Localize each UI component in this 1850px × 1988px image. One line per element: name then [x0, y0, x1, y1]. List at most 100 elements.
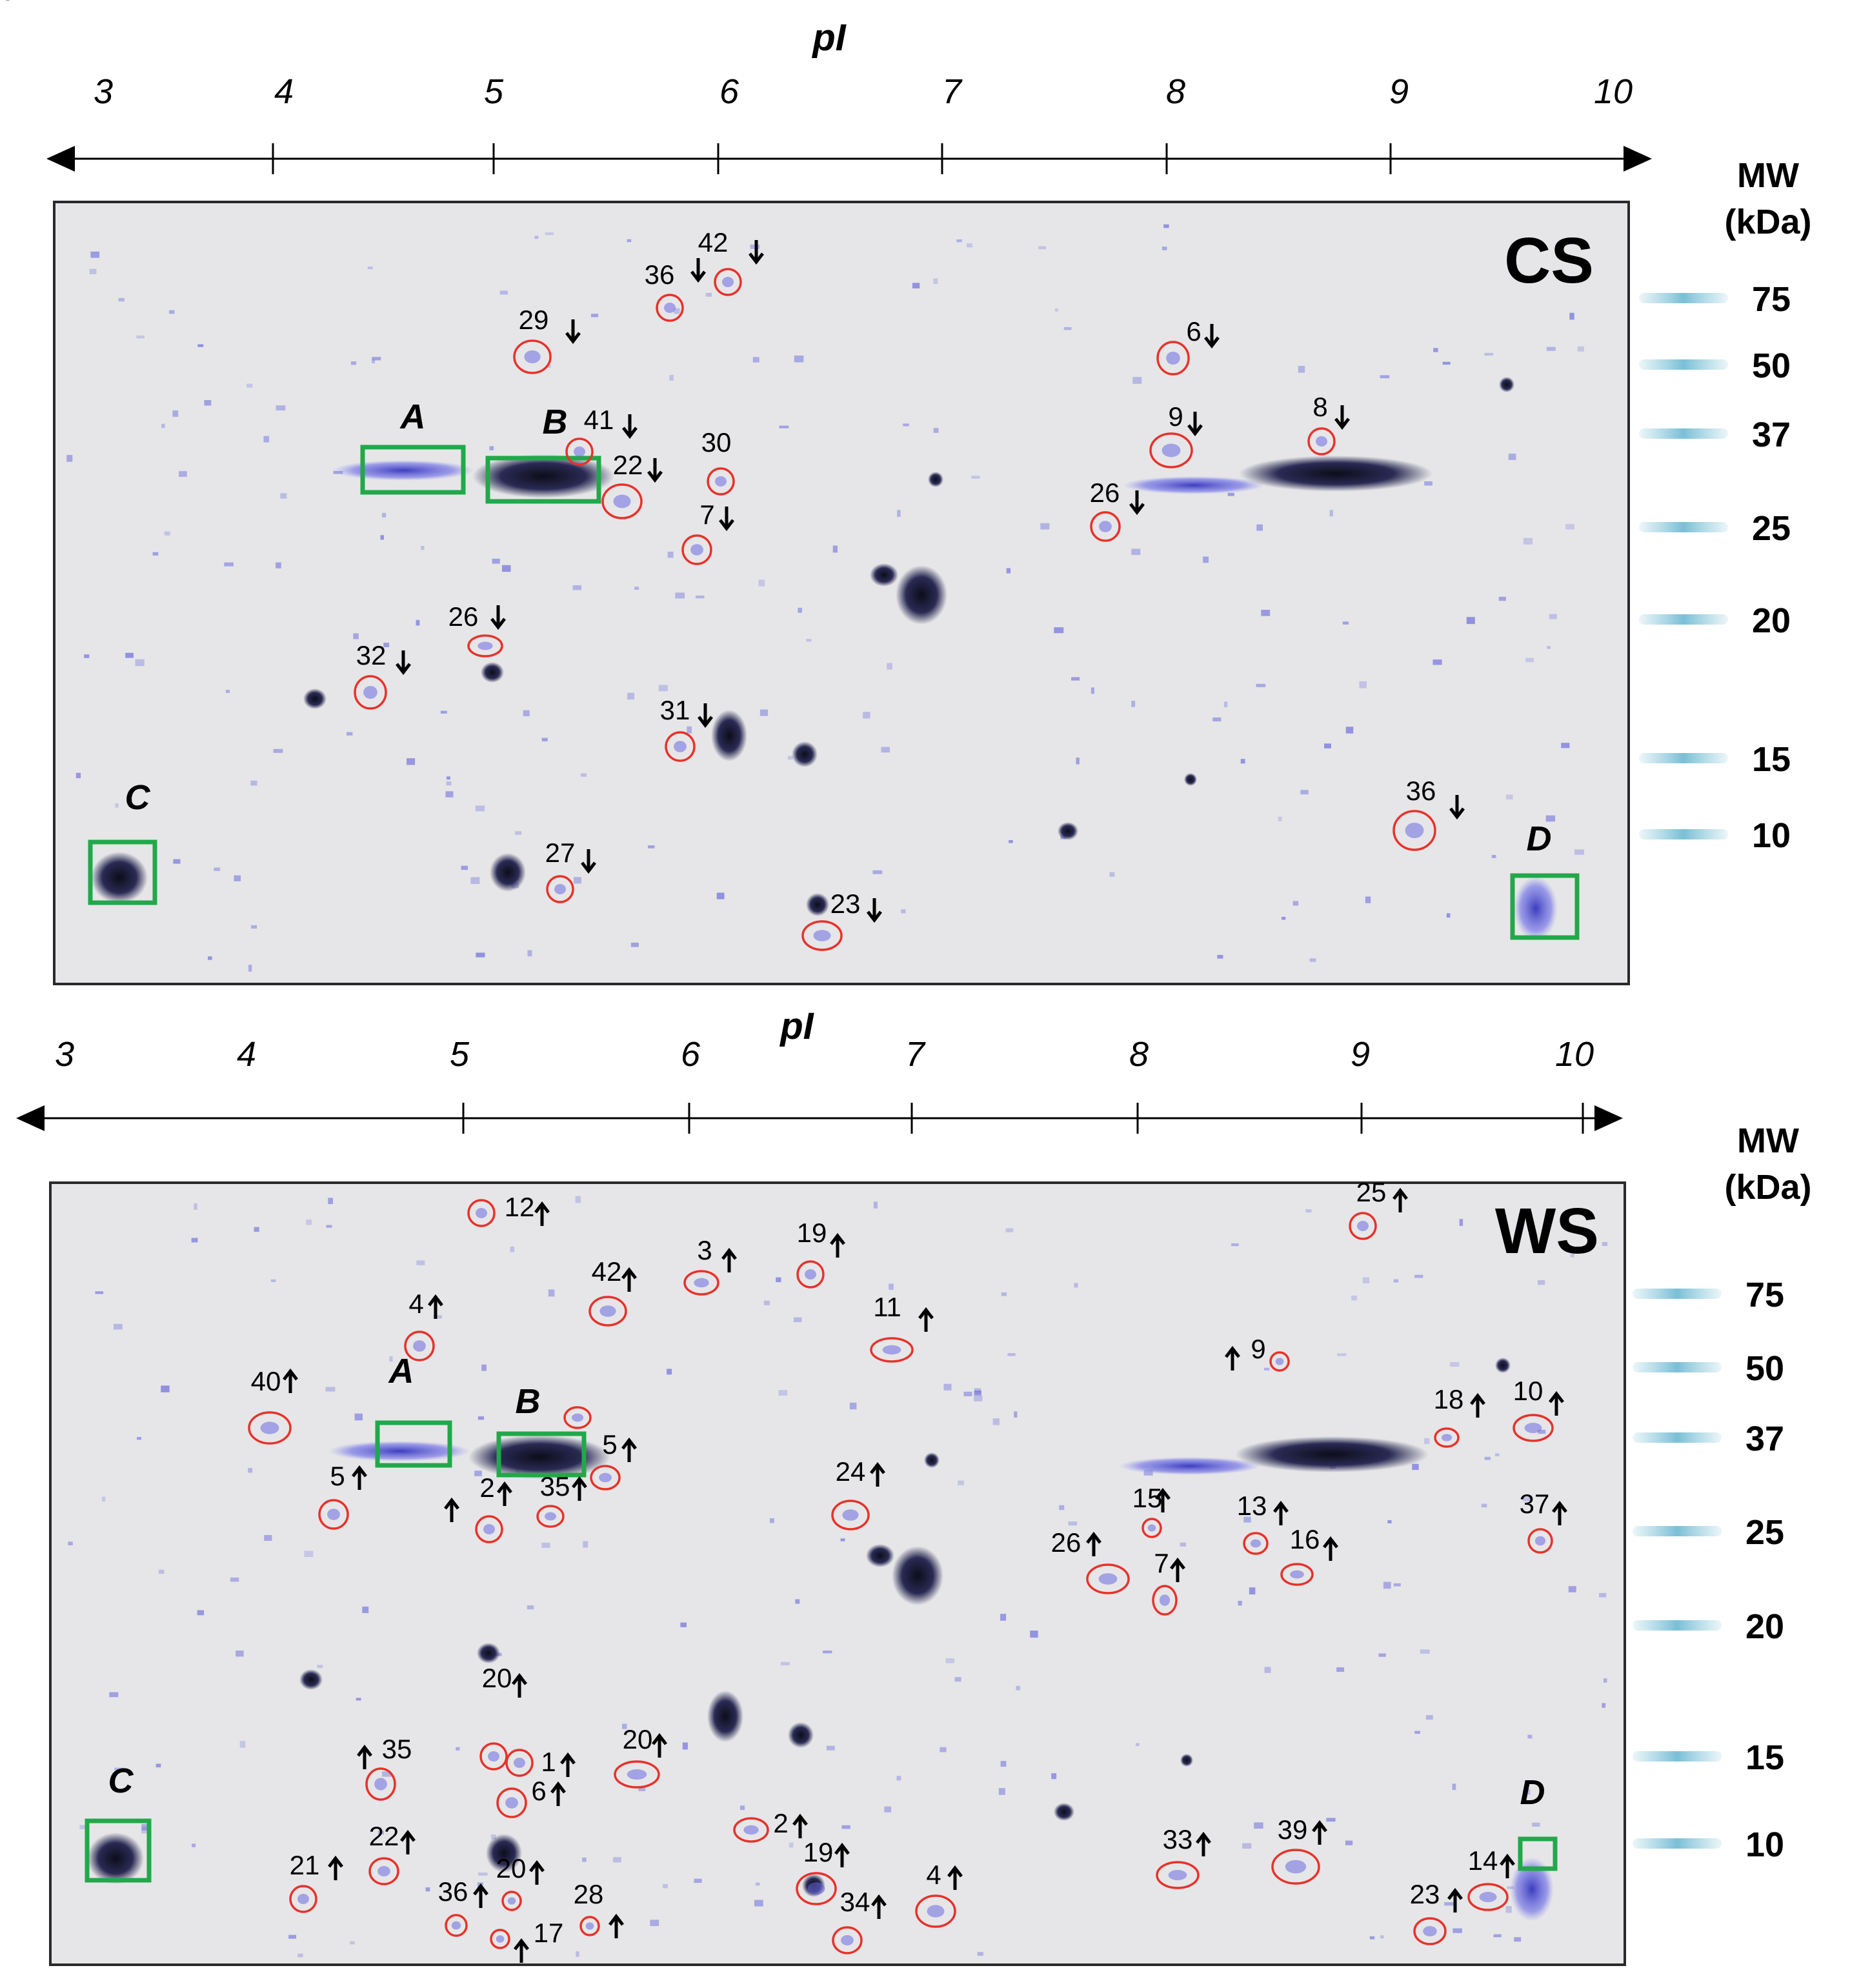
- ph-tick-label: 3: [94, 72, 113, 111]
- protein-spot: [496, 1935, 505, 1943]
- background-speck: [627, 239, 632, 243]
- spot-circle: [683, 1270, 719, 1296]
- background-speck: [1380, 1935, 1384, 1939]
- spot-circle: [490, 1929, 510, 1949]
- background-speck: [326, 1225, 332, 1228]
- ph-tick-label: 5: [450, 1035, 470, 1074]
- background-speck: [440, 710, 447, 714]
- background-speck: [1514, 1937, 1522, 1942]
- background-speck: [1414, 1274, 1423, 1278]
- background-speck: [1109, 872, 1115, 877]
- background-speck: [527, 950, 532, 957]
- background-speck: [1131, 548, 1141, 556]
- panel-title: WS: [1495, 1195, 1599, 1267]
- protein-spot: [572, 1413, 583, 1422]
- protein-spot: [715, 476, 727, 487]
- protein-spot: [1235, 1436, 1429, 1472]
- background-speck: [755, 1882, 760, 1886]
- ladder-band: [1639, 428, 1728, 439]
- protein-spot: [1147, 1524, 1156, 1532]
- protein-spot: [1479, 1892, 1497, 1902]
- ladder-band: [1633, 1432, 1722, 1443]
- background-speck: [66, 455, 73, 462]
- background-speck: [1532, 1822, 1540, 1827]
- protein-spot: [1357, 1221, 1369, 1231]
- up-arrow-icon: [514, 1938, 529, 1963]
- background-speck: [1568, 1586, 1576, 1592]
- background-speck: [675, 592, 685, 599]
- background-speck: [669, 375, 674, 381]
- background-speck: [214, 867, 221, 871]
- background-speck: [168, 310, 175, 314]
- spot-circle: [1513, 1414, 1554, 1442]
- background-speck: [945, 1658, 955, 1663]
- background-speck: [940, 1747, 947, 1752]
- background-speck: [548, 1289, 555, 1297]
- background-speck: [246, 383, 253, 388]
- background-speck: [234, 875, 241, 881]
- background-speck: [873, 1201, 878, 1209]
- background-speck: [575, 1196, 581, 1203]
- background-speck: [236, 1651, 244, 1657]
- background-speck: [1000, 1614, 1007, 1621]
- background-speck: [798, 607, 802, 613]
- background-speck: [273, 748, 283, 753]
- background-speck: [1071, 677, 1080, 681]
- spot-circle: [614, 1760, 660, 1789]
- protein-spot: [585, 1922, 594, 1930]
- protein-spot: [1054, 1803, 1074, 1821]
- protein-spot: [1099, 521, 1112, 532]
- spot-circle: [467, 634, 503, 658]
- background-speck: [546, 365, 551, 368]
- mw-marker-label: 50: [1745, 1349, 1784, 1388]
- background-speck: [1014, 1411, 1018, 1418]
- background-speck: [141, 1826, 151, 1834]
- background-speck: [647, 845, 655, 848]
- background-speck: [658, 685, 668, 692]
- background-speck: [1538, 1429, 1546, 1434]
- spot-number-label: 9: [1168, 401, 1183, 432]
- protein-spot: [1423, 1926, 1437, 1936]
- spot-number-label: 17: [534, 1918, 564, 1948]
- protein-spot: [842, 1509, 859, 1521]
- mw-marker-label: 25: [1752, 509, 1791, 548]
- ph-tick-label: 8: [1166, 72, 1185, 111]
- spot-number-label: 31: [660, 695, 690, 725]
- protein-spot: [1058, 822, 1078, 840]
- background-speck: [1342, 621, 1349, 625]
- spot-number-label: 37: [1520, 1489, 1550, 1519]
- background-speck: [1217, 954, 1223, 959]
- background-speck: [1298, 366, 1305, 373]
- background-speck: [461, 865, 468, 870]
- ph-tick-label: 9: [1389, 72, 1409, 111]
- protein-spot: [1495, 1358, 1511, 1373]
- background-speck: [696, 595, 705, 599]
- background-speck: [264, 1535, 272, 1541]
- protein-spot: [664, 303, 676, 313]
- protein-spot: [472, 454, 614, 498]
- background-speck: [1538, 1280, 1545, 1285]
- background-speck: [510, 1246, 514, 1252]
- protein-spot: [599, 1305, 616, 1317]
- background-speck: [523, 710, 530, 717]
- background-speck: [416, 619, 420, 626]
- protein-spot: [1180, 1754, 1193, 1767]
- background-speck: [863, 712, 870, 719]
- background-speck: [1016, 1685, 1020, 1691]
- up-arrow-icon: [1549, 1391, 1564, 1416]
- left-arrowhead-icon: [16, 1105, 45, 1131]
- protein-spot: [707, 1691, 743, 1742]
- spot-number-label: 13: [1237, 1491, 1267, 1521]
- right-arrowhead-icon: [1624, 146, 1652, 172]
- ph-tick-label: 10: [1594, 72, 1633, 111]
- background-speck: [849, 1402, 857, 1410]
- background-speck: [407, 758, 416, 765]
- background-speck: [1256, 524, 1263, 531]
- background-speck: [276, 405, 286, 411]
- panel-title: CS: [1504, 225, 1594, 297]
- down-arrow-icon: [690, 258, 706, 283]
- background-speck: [545, 232, 554, 236]
- background-speck: [1336, 1667, 1345, 1672]
- spot-circle: [681, 534, 712, 565]
